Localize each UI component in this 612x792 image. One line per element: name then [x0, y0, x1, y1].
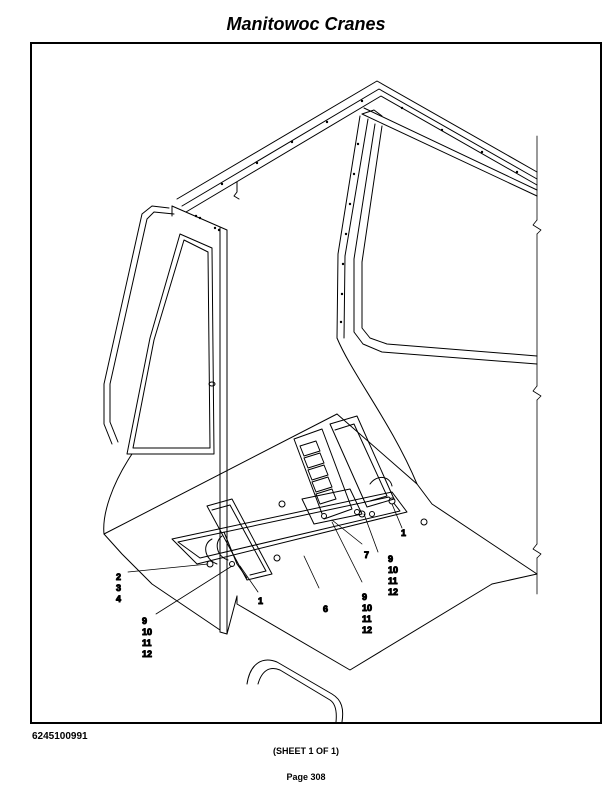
cab-roof — [176, 80, 538, 213]
callout-9: 9 — [388, 554, 393, 564]
callout-12: 12 — [142, 649, 152, 659]
callout-2: 2 — [116, 572, 121, 582]
left-pedal — [205, 498, 273, 581]
callout-12: 12 — [388, 587, 398, 597]
cab-side-wall — [103, 337, 538, 671]
right-pedal-assembly — [293, 415, 395, 525]
sheet-label: (SHEET 1 OF 1) — [272, 746, 339, 756]
floor-plate — [171, 491, 428, 568]
callout-9: 9 — [362, 592, 367, 602]
callout-11: 11 — [388, 576, 398, 586]
page-title: Manitowoc Cranes — [226, 14, 386, 34]
grab-handle — [103, 205, 175, 445]
callout-11: 11 — [362, 614, 372, 624]
callout-labels: 1 1 6 7 2 3 4 9 10 11 12 9 10 11 12 9 10… — [116, 528, 407, 660]
callout-10: 10 — [388, 565, 398, 575]
callout-6: 6 — [323, 604, 328, 614]
callout-7: 7 — [364, 550, 369, 560]
side-window — [126, 233, 216, 455]
callout-12: 12 — [362, 625, 372, 635]
callout-3: 3 — [116, 583, 121, 593]
callout-9: 9 — [142, 616, 147, 626]
drawing-number: 6245100991 — [32, 731, 88, 742]
cab-floor-drawing: 1 1 6 7 2 3 4 9 10 11 12 9 10 11 12 9 10… — [103, 80, 542, 722]
callout-4: 4 — [116, 594, 121, 604]
door-post — [171, 205, 228, 635]
exterior-step — [246, 659, 344, 722]
callout-10: 10 — [362, 603, 372, 613]
callout-1-left: 1 — [258, 596, 263, 606]
callout-1-right: 1 — [401, 528, 406, 538]
windshield-frame — [336, 115, 538, 365]
drawing-frame: 1 1 6 7 2 3 4 9 10 11 12 9 10 11 12 9 10… — [30, 42, 602, 724]
callout-11: 11 — [142, 638, 152, 648]
break-line — [532, 135, 542, 595]
page-number: Page 308 — [286, 772, 326, 782]
leader-lines — [127, 503, 403, 615]
callout-10: 10 — [142, 627, 152, 637]
